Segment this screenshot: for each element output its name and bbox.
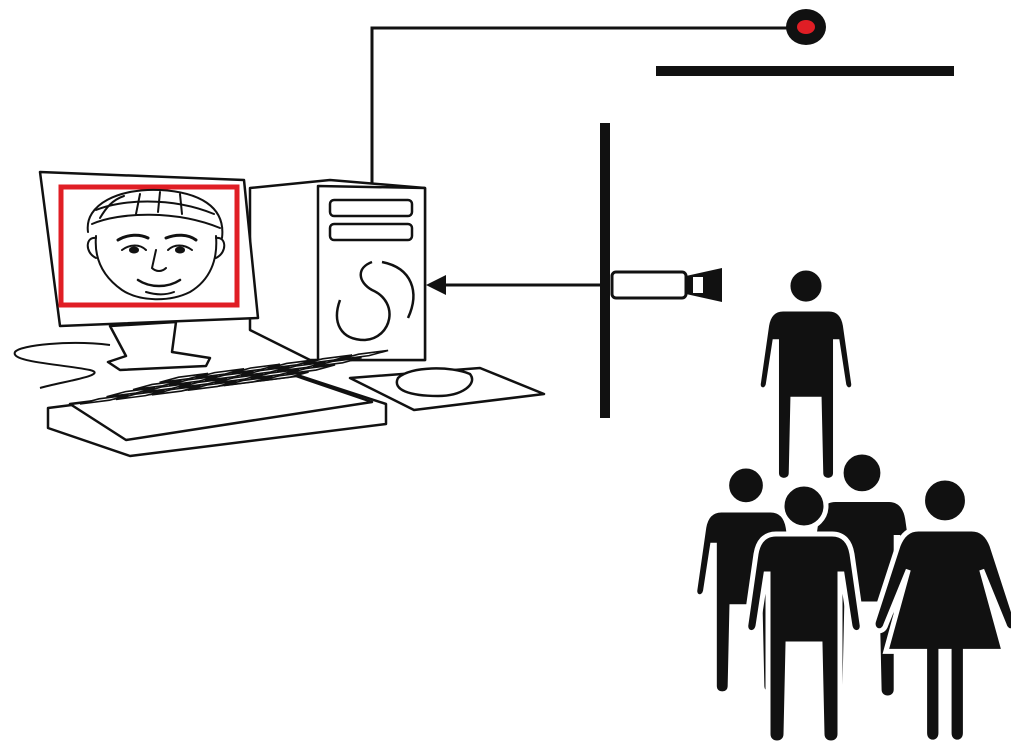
feed-arrow [426,275,601,295]
alarm-light-icon [786,9,826,45]
gate-barrier [656,66,954,76]
person-icon [758,268,853,480]
camera-pole [600,123,610,418]
face-detection [61,187,237,305]
alarm-wire [372,28,790,185]
people-group [695,268,1011,743]
video-camera-icon [612,268,722,302]
tower-icon [250,180,425,360]
keyboard-icon [48,376,386,456]
